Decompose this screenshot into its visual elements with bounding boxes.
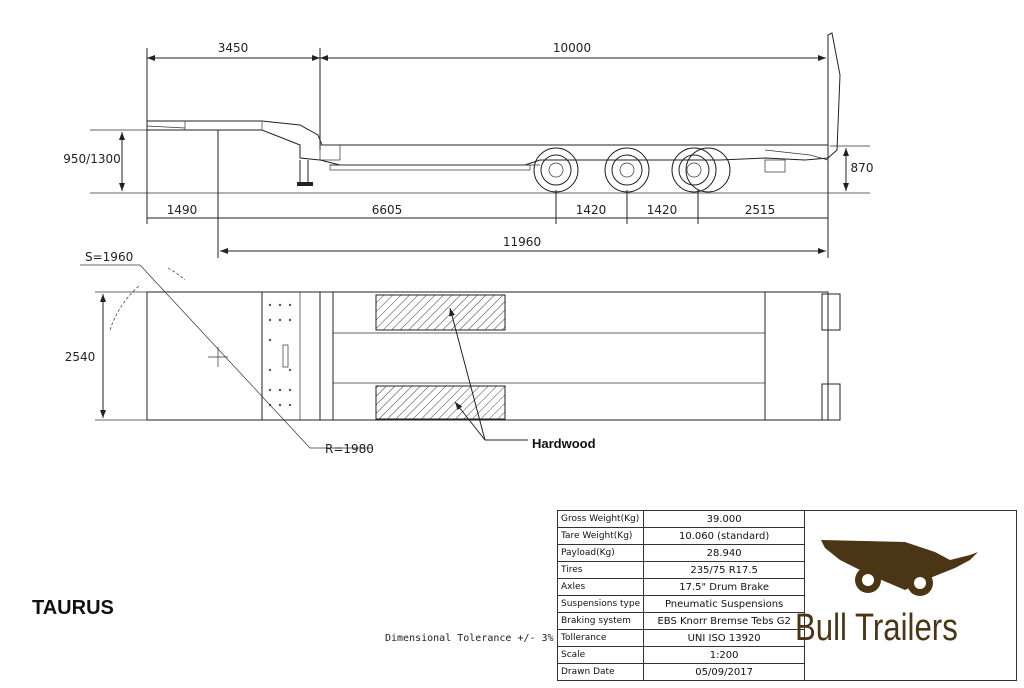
dim-rear-overhang: 2515 bbox=[745, 203, 776, 217]
side-view: 950/1300 870 bbox=[63, 32, 874, 258]
dim-width: 2540 bbox=[65, 350, 96, 364]
dim-kingpin-to-leg: 1490 bbox=[167, 203, 198, 217]
spec-label: Drawn Date bbox=[556, 663, 645, 681]
table-row: Payload(Kg)28.940 bbox=[556, 544, 806, 562]
spec-value: UNI ISO 13920 bbox=[643, 629, 806, 647]
spec-value: Pneumatic Suspensions bbox=[643, 595, 806, 613]
front-radius-label: R=1980 bbox=[325, 442, 374, 456]
spec-label: Tires bbox=[556, 561, 645, 579]
spec-label: Axles bbox=[556, 578, 645, 596]
spec-value: 10.060 (standard) bbox=[643, 527, 806, 545]
bull-trailers-logo-graphic bbox=[821, 540, 978, 596]
top-dimensions: 3450 10000 bbox=[146, 41, 829, 150]
logo-text: Bull Trailers bbox=[795, 607, 958, 649]
hardwood-panel bbox=[375, 385, 506, 420]
spec-label: Gross Weight(Kg) bbox=[556, 510, 645, 528]
dim-deck-length: 10000 bbox=[553, 41, 591, 55]
spec-label: Scale bbox=[556, 646, 645, 664]
dim-total-length: 11960 bbox=[503, 235, 541, 249]
dim-axle-spacing-1: 1420 bbox=[576, 203, 607, 217]
wheel bbox=[604, 147, 650, 193]
hardwood-label: Hardwood bbox=[532, 436, 596, 451]
table-row: Tare Weight(Kg)10.060 (standard) bbox=[556, 527, 806, 545]
table-row: Gross Weight(Kg)39.000 bbox=[556, 510, 806, 528]
dim-coupling-height: 950/1300 bbox=[63, 152, 121, 166]
spec-value: 17.5" Drum Brake bbox=[643, 578, 806, 596]
spec-label: Braking system bbox=[556, 612, 645, 630]
spec-value: 1:200 bbox=[643, 646, 806, 664]
spec-label: Tollerance bbox=[556, 629, 645, 647]
spec-value: EBS Knorr Bremse Tebs G2 bbox=[643, 612, 806, 630]
hardwood-panel bbox=[375, 294, 506, 331]
spec-label: Payload(Kg) bbox=[556, 544, 645, 562]
dim-leg-to-axle: 6605 bbox=[372, 203, 403, 217]
dim-front-overhang: 3450 bbox=[218, 41, 249, 55]
spec-value: 39.000 bbox=[643, 510, 806, 528]
tolerance-note: Dimensional Tolerance +/- 3% bbox=[385, 633, 554, 644]
spec-value: 235/75 R17.5 bbox=[643, 561, 806, 579]
spec-value: 28.940 bbox=[643, 544, 806, 562]
wheel bbox=[533, 147, 579, 193]
spec-value: 05/09/2017 bbox=[643, 663, 806, 681]
dim-rear-height: 870 bbox=[851, 161, 874, 175]
logo-box: Bull Trailers bbox=[787, 510, 1017, 681]
model-title: TAURUS bbox=[32, 597, 114, 619]
spec-table: Gross Weight(Kg)39.000 Tare Weight(Kg)10… bbox=[556, 510, 806, 681]
spec-label: Suspensions type bbox=[556, 595, 645, 613]
spec-label: Tare Weight(Kg) bbox=[556, 527, 645, 545]
swing-radius-label: S=1960 bbox=[85, 250, 133, 264]
top-view: S=1960 R=1980 2540 bbox=[65, 250, 841, 456]
axle-dimensions: 1490 6605 1420 1420 2515 11960 bbox=[146, 130, 829, 258]
dim-axle-spacing-2: 1420 bbox=[647, 203, 678, 217]
wheel bbox=[671, 147, 731, 193]
